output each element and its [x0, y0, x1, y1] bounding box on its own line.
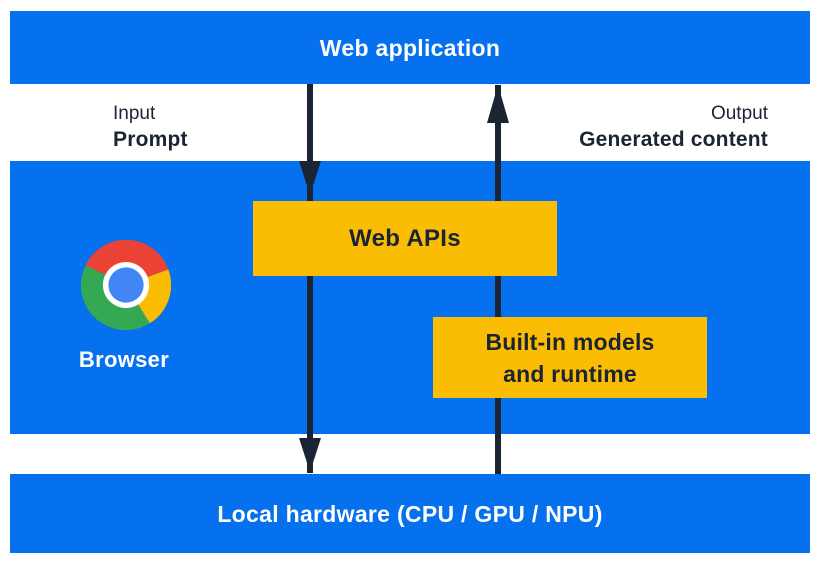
input-title: Input	[113, 103, 156, 124]
web-apis-box: Web APIs	[253, 201, 557, 276]
local-hardware-label: Local hardware (CPU / GPU / NPU)	[217, 501, 603, 527]
down-arrow-line	[307, 84, 313, 473]
local-hardware-bar: Local hardware (CPU / GPU / NPU)	[10, 474, 810, 553]
web-application-bar: Web application	[10, 11, 810, 84]
web-application-label: Web application	[319, 35, 501, 61]
built-in-models-line1: Built-in models	[485, 328, 655, 355]
prompt-label: Prompt	[113, 128, 188, 151]
built-in-models-label: Built-in models and runtime	[485, 326, 654, 390]
down-arrow-head-bottom	[299, 438, 321, 472]
up-arrow-head-top	[487, 85, 509, 123]
down-arrow-head-mid	[299, 161, 321, 195]
up-arrow-line	[495, 85, 501, 474]
output-title: Output	[710, 103, 768, 124]
output-label-group: Output Generated content	[579, 101, 768, 153]
browser-label: Browser	[78, 347, 170, 372]
input-label-group: Input Prompt	[113, 101, 188, 153]
generated-content-label: Generated content	[579, 128, 768, 151]
built-in-models-box: Built-in models and runtime	[433, 317, 707, 398]
built-in-models-line2: and runtime	[503, 360, 637, 387]
web-apis-label: Web APIs	[349, 224, 461, 252]
chrome-logo-icon	[81, 240, 171, 330]
